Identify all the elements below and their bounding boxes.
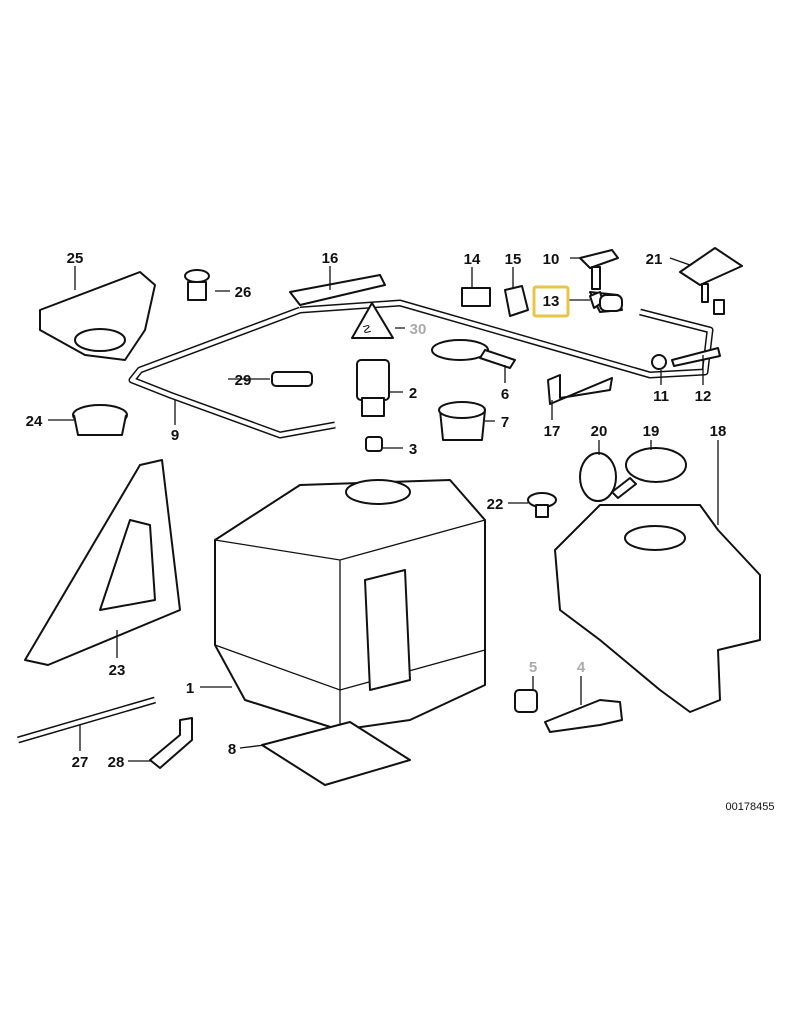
elbow-28[interactable] [149,717,193,769]
label-11[interactable]: 11 [653,388,669,405]
label-1[interactable]: 1 [186,680,194,697]
label-13[interactable]: 13 [543,293,560,310]
sensor-4[interactable] [544,699,623,733]
label-6[interactable]: 6 [501,386,509,403]
tank-18[interactable] [554,504,761,713]
leader-lines [48,257,719,762]
label-3[interactable]: 3 [409,441,417,458]
clip-26[interactable] [184,269,210,301]
label-19[interactable]: 19 [643,423,660,440]
grommet-5[interactable] [514,689,538,713]
clip-14[interactable] [461,287,491,307]
support-23[interactable] [24,459,181,666]
reference-number: 00178455 [726,801,775,813]
label-25[interactable]: 25 [67,250,84,267]
label-30[interactable]: 30 [410,321,427,338]
label-4[interactable]: 4 [577,659,586,676]
pin-29[interactable] [271,371,313,387]
label-22[interactable]: 22 [487,496,504,513]
label-7[interactable]: 7 [501,414,509,431]
highlight-box-13 [532,285,570,318]
cap-24[interactable] [72,404,128,436]
label-17[interactable]: 17 [544,423,561,440]
label-16[interactable]: 16 [322,250,339,267]
grommet-3[interactable] [365,436,383,452]
label-24[interactable]: 24 [26,413,43,430]
label-29[interactable]: 29 [235,372,252,389]
label-14[interactable]: 14 [464,251,481,268]
label-15[interactable]: 15 [505,251,522,268]
holder-16[interactable] [289,274,386,306]
label-28[interactable]: 28 [108,754,125,771]
hose-9[interactable] [128,299,714,439]
part-labels: 1 2 3 4 5 6 7 8 9 10 11 12 13 14 15 16 1… [26,250,775,813]
warning-triangle-30 [351,302,394,339]
cap-19[interactable] [611,447,687,499]
seal-6[interactable] [431,339,516,369]
pump-2[interactable] [356,359,390,417]
label-9[interactable]: 9 [171,427,179,444]
label-27[interactable]: 27 [72,754,89,771]
filter-7[interactable] [438,401,486,441]
nozzle-21[interactable] [679,247,743,315]
tube-27[interactable] [17,696,156,744]
mat-8[interactable] [261,721,411,786]
label-8[interactable]: 8 [228,741,236,758]
holder-17[interactable] [547,374,613,405]
clip-22[interactable] [527,492,557,518]
clip-15[interactable] [504,285,529,317]
clamp-11[interactable] [651,354,667,370]
label-2[interactable]: 2 [409,385,417,402]
label-12[interactable]: 12 [695,388,712,405]
label-5[interactable]: 5 [529,659,537,676]
connector-12[interactable] [671,347,721,367]
label-23[interactable]: 23 [109,662,126,679]
bracket-25[interactable] [39,271,156,361]
label-20[interactable]: 20 [591,423,608,440]
label-10[interactable]: 10 [543,251,560,268]
label-26[interactable]: 26 [235,284,252,301]
warning-symbol: ☡ [362,324,372,336]
label-18[interactable]: 18 [710,423,727,440]
cap-20[interactable] [579,452,617,502]
check-valve-13[interactable] [589,291,623,312]
tank-1[interactable] [214,479,486,731]
label-21[interactable]: 21 [646,251,663,268]
